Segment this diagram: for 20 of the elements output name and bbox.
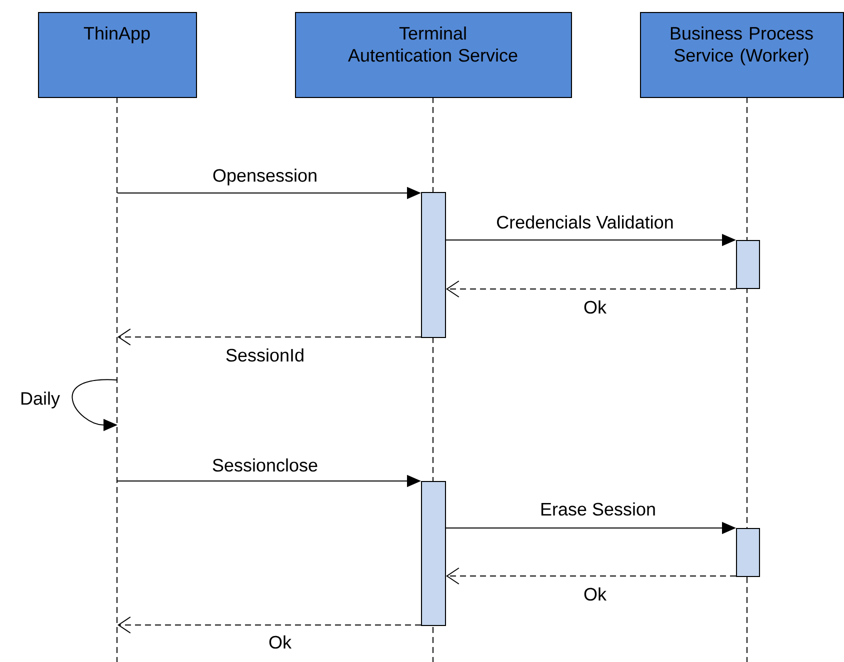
- message-arrow: [446, 280, 736, 298]
- participant-box: Terminal Autentication Service: [295, 12, 572, 98]
- participant-box: Business Process Service (Worker): [640, 12, 844, 98]
- message-label: Sessionclose: [212, 458, 318, 472]
- participant-box: ThinApp: [38, 12, 197, 98]
- activation-bar: [736, 240, 760, 289]
- activation-bar: [421, 192, 446, 338]
- message-label: Ok: [584, 300, 607, 314]
- message-label: Daily: [21, 392, 60, 408]
- message-label: Opensession: [213, 168, 316, 186]
- message-label: Ok: [269, 635, 292, 649]
- message-arrow: [446, 568, 736, 584]
- message-arrow: [118, 328, 422, 346]
- message-arrow: [118, 616, 422, 634]
- activation-bar: [736, 528, 760, 577]
- message-label: Ok: [584, 587, 607, 601]
- message-label: Credencials Validation: [497, 215, 673, 229]
- activation-bar: [421, 481, 446, 626]
- message-label: Erase Session: [541, 502, 655, 516]
- message-label: SessionId: [226, 348, 304, 362]
